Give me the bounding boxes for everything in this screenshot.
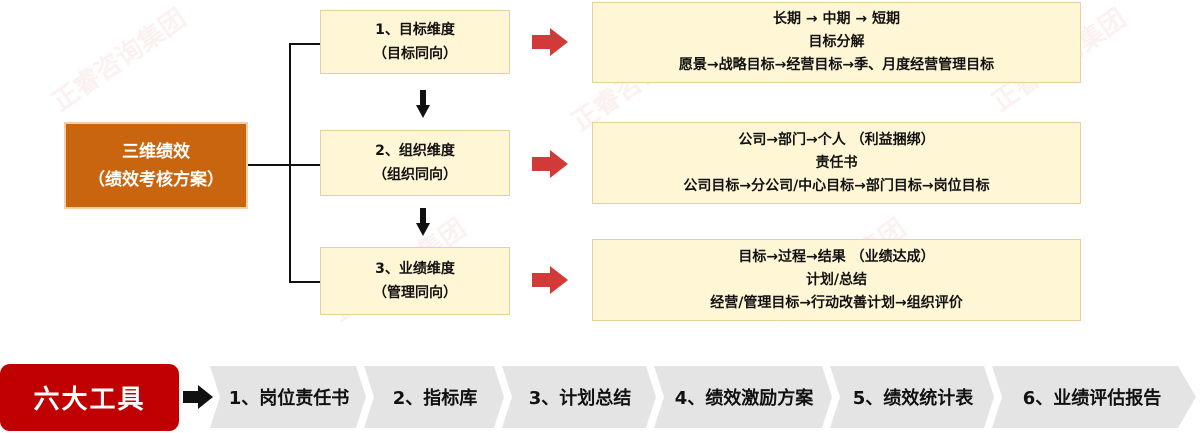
dimension-title: 1、目标维度 xyxy=(375,22,455,38)
tool-item-indicator-library: 2、指标库 xyxy=(392,388,478,409)
down-arrow-icon xyxy=(416,208,430,236)
root-subtitle: （绩效考核方案） xyxy=(88,169,224,190)
dimension-subtitle: （目标同向） xyxy=(373,46,457,62)
detail-line: 计划/总结 xyxy=(805,271,868,288)
dimension-subtitle: （管理同向） xyxy=(373,285,457,301)
dimension-box-organization: 2、组织维度 （组织同向） xyxy=(320,130,510,196)
watermark-text: 正睿咨询集团 xyxy=(46,3,192,118)
tool-item-incentive-plan: 4、绩效激励方案 xyxy=(674,388,814,409)
right-arrow-icon xyxy=(183,385,213,409)
tool-item-evaluation-report: 6、业绩评估报告 xyxy=(1022,388,1162,409)
detail-line: 目标分解 xyxy=(808,34,865,50)
dimension-box-performance: 3、业绩维度 （管理同向） xyxy=(320,247,510,315)
six-tools-badge: 六大工具 xyxy=(0,364,179,431)
connector-vertical xyxy=(289,43,291,282)
detail-line: 责任书 xyxy=(815,154,858,171)
detail-line: 长期 → 中期 → 短期 xyxy=(773,11,900,27)
dimension-title: 3、业绩维度 xyxy=(375,261,455,277)
root-box-three-dimension-performance: 三维绩效 （绩效考核方案） xyxy=(64,122,248,209)
right-arrow-icon xyxy=(532,150,568,178)
connector-branch-1 xyxy=(289,43,320,45)
dimension-title: 2、组织维度 xyxy=(375,143,455,159)
right-arrow-icon xyxy=(532,28,568,56)
connector-branch-2 xyxy=(289,164,320,166)
detail-box-target: 长期 → 中期 → 短期 目标分解 愿景→战略目标→经营目标→季、月度经营管理目… xyxy=(592,2,1081,83)
detail-box-performance: 目标→过程→结果 （业绩达成） 计划/总结 经营/管理目标→行动改善计划→组织评… xyxy=(592,239,1081,321)
tool-item-plan-summary: 3、计划总结 xyxy=(528,388,632,409)
right-arrow-icon xyxy=(532,266,568,294)
detail-line: 目标→过程→结果 （业绩达成） xyxy=(738,248,935,265)
detail-line: 愿景→战略目标→经营目标→季、月度经营管理目标 xyxy=(678,57,995,73)
connector-branch-3 xyxy=(289,281,320,283)
dimension-subtitle: （组织同向） xyxy=(373,167,457,183)
detail-line: 公司→部门→个人 （利益捆绑） xyxy=(738,131,935,148)
tool-item-statistics-table: 5、绩效统计表 xyxy=(852,388,974,409)
down-arrow-icon xyxy=(416,90,430,118)
tool-item-job-responsibility: 1、岗位责任书 xyxy=(228,388,350,409)
detail-line: 公司目标→分公司/中心目标→部门目标→岗位目标 xyxy=(683,177,990,194)
detail-line: 经营/管理目标→行动改善计划→组织评价 xyxy=(710,294,963,311)
connector-root-horizontal xyxy=(248,164,290,166)
detail-box-organization: 公司→部门→个人 （利益捆绑） 责任书 公司目标→分公司/中心目标→部门目标→岗… xyxy=(592,122,1081,204)
root-title: 三维绩效 xyxy=(122,141,190,162)
dimension-box-target: 1、目标维度 （目标同向） xyxy=(320,10,510,74)
tools-chevron-bar xyxy=(210,366,1196,428)
